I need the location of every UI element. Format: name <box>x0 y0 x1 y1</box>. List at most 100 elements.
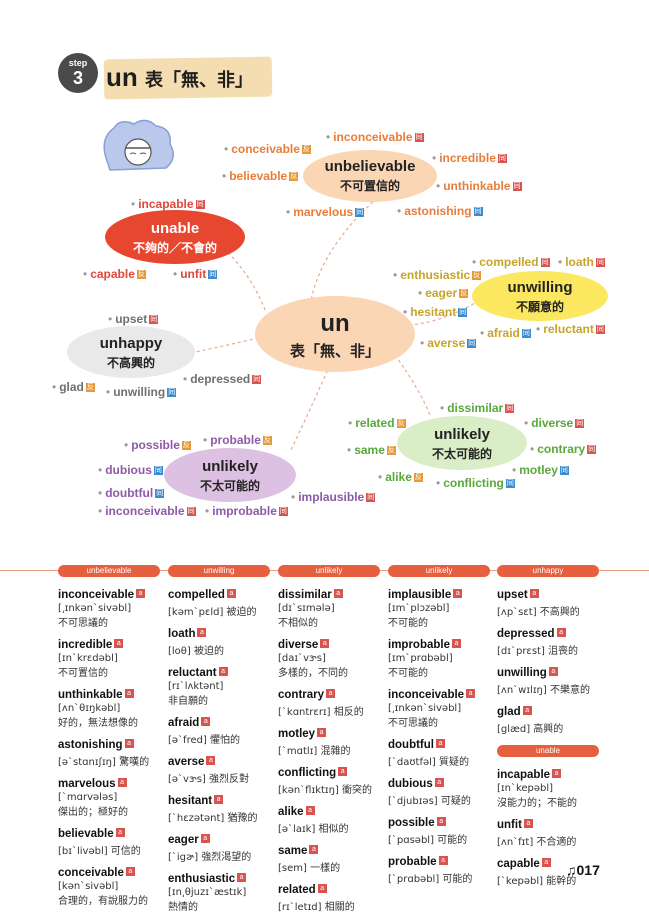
character-illustration <box>103 119 174 171</box>
step-badge: step 3 <box>58 53 98 93</box>
vocab-word: inconceivable <box>388 689 465 701</box>
vocab-word: afraid <box>168 717 200 729</box>
vocab-word: probable <box>388 856 437 868</box>
vocab-phonetic: [͵ɪnkənˋsivəbl] <box>58 603 132 614</box>
vocab-meaning: 非自願的 <box>168 696 208 707</box>
vocab-phonetic: [ˋkɑntrɛrɪ] 相反的 <box>278 707 364 718</box>
vocab-phonetic: [sem] 一樣的 <box>278 863 341 874</box>
page-title: un 表「無、非」 <box>106 62 253 93</box>
bubble-meaning: 不太可能的 <box>431 447 492 461</box>
vocab-phonetic: [ˋigɚ] 強烈渴望的 <box>168 852 252 863</box>
pos-icon: a <box>435 739 445 749</box>
vocab-word: unfit <box>497 819 522 831</box>
vocab-phonetic: [ˋmɑrvələs] <box>58 792 118 803</box>
bubble-unwilling: unwilling 不願意的 <box>472 279 608 315</box>
vocab-phonetic: [ʌnˋfɪt] 不合適的 <box>497 837 577 848</box>
vocab-phonetic: [kənˋsivəbl] <box>58 881 119 892</box>
bubble-unable: unable 不夠的／不會的 <box>105 220 245 256</box>
pos-icon: a <box>305 806 315 816</box>
pos-icon: a <box>218 667 228 677</box>
vocab-phonetic: [ʌnˋθɪŋkəbl] <box>58 703 121 714</box>
vocab-word: unthinkable <box>58 689 123 701</box>
bubble-title: unable <box>150 220 200 237</box>
vocab-word: related <box>278 884 316 896</box>
synonym-icon: 同 <box>512 182 522 192</box>
vocab-word: inconceivable <box>58 589 135 601</box>
vocab-phonetic: [ˋhɛzətənt] 猶豫的 <box>168 813 258 824</box>
vocab-phonetic: [ɪn͵θjuzɪˋæstɪk] <box>168 887 247 898</box>
pos-icon: a <box>522 706 532 716</box>
synonym-icon: 同 <box>355 208 365 218</box>
vocab-word: possible <box>388 817 435 829</box>
vocab-meaning: 沒能力的；不能的 <box>497 798 577 809</box>
bubble-title: unlikely <box>202 458 258 475</box>
vocab-word: compelled <box>168 589 225 601</box>
vocab-word: diverse <box>278 639 319 651</box>
vocab-word: motley <box>278 728 316 740</box>
vocab-phonetic: [glæd] 高興的 <box>497 724 564 735</box>
antonym-icon: 反 <box>459 289 469 299</box>
bubble-unlikely-left: unlikely 不太可能的 <box>164 458 296 494</box>
vocab-word: depressed <box>497 628 555 640</box>
vocab-meaning: 不可能的 <box>388 668 428 679</box>
vocab-word: incapable <box>497 769 551 781</box>
column-header: unable <box>497 745 599 757</box>
vocab-phonetic: [͵ɪnkənˋsivəbl] <box>388 703 462 714</box>
synonym-icon: 同 <box>473 207 483 217</box>
vocab-phonetic: [ʌpˋsɛt] 不高興的 <box>497 607 580 618</box>
vocab-word: capable <box>497 858 540 870</box>
vocab-phonetic: [ɪnˋkrɛdəbl] <box>58 653 118 664</box>
vocab-word: implausible <box>388 589 452 601</box>
pos-icon: a <box>523 819 533 829</box>
vocab-word: incredible <box>58 639 113 651</box>
vocab-word: believable <box>58 828 114 840</box>
pos-icon: a <box>548 667 558 677</box>
vocab-phonetic: [ˋpɑsəbl] 可能的 <box>388 835 468 846</box>
vocab-meaning: 熱情的 <box>168 902 198 913</box>
pos-icon: a <box>117 778 127 788</box>
synonym-icon: 同 <box>505 404 515 414</box>
pos-icon: a <box>338 767 348 777</box>
synonym-icon: 同 <box>587 445 597 455</box>
synonym-icon: 同 <box>575 419 585 429</box>
vocab-word: conceivable <box>58 867 124 879</box>
bubble-meaning: 表「無、非」 <box>289 343 380 360</box>
pos-icon: a <box>529 589 539 599</box>
bubble-meaning: 不夠的／不會的 <box>132 241 217 255</box>
pos-icon: a <box>201 717 211 727</box>
bubble-center: un 表「無、非」 <box>255 310 415 361</box>
pos-icon: a <box>466 689 476 699</box>
bubble-meaning: 不太可能的 <box>199 479 260 493</box>
bubble-meaning: 不願意的 <box>515 300 564 314</box>
